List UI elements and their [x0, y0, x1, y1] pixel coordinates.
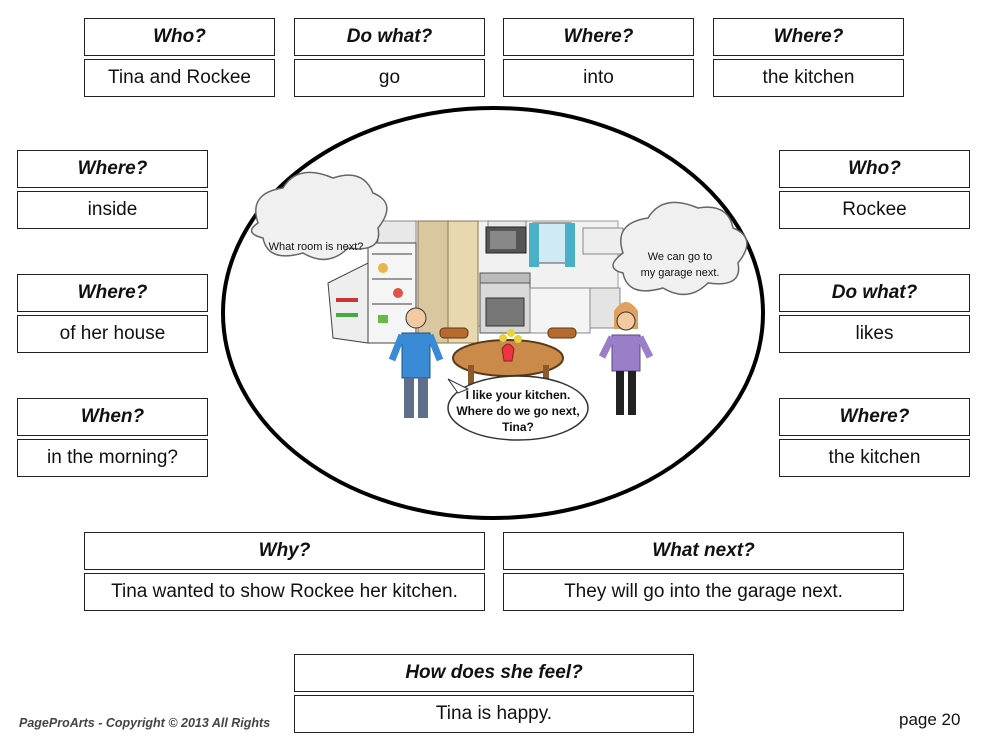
left-question-3: When? [17, 398, 208, 436]
speech-line2: Where do we go next, [456, 404, 579, 418]
right-question-1: Who? [779, 150, 970, 188]
thought-right-line2: my garage next. [641, 267, 720, 279]
top-answer-3: into [503, 59, 694, 97]
top-answer-2: go [294, 59, 485, 97]
kitchen-background-icon [377, 220, 624, 344]
boy-character-icon [388, 307, 444, 418]
why-question: Why? [84, 532, 485, 570]
kitchen-scene-illustration: What room is next? We can go to my garag… [221, 106, 765, 520]
right-answer-2: likes [779, 315, 970, 353]
girl-character-icon [598, 302, 654, 415]
right-answer-3: the kitchen [779, 439, 970, 477]
thought-left-text: What room is next? [269, 241, 364, 253]
refrigerator-icon [327, 242, 417, 344]
copyright-text: PageProArts - Copyright © 2013 All Right… [19, 716, 271, 730]
thought-cloud-left-icon [250, 171, 388, 261]
left-question-1: Where? [17, 150, 208, 188]
thought-right-line1: We can go to [648, 251, 713, 263]
page-number: page 20 [899, 710, 961, 729]
what-next-answer: They will go into the garage next. [503, 573, 904, 611]
top-answer-4: the kitchen [713, 59, 904, 97]
speech-bubble-icon [447, 375, 589, 441]
right-question-2: Do what? [779, 274, 970, 312]
thought-cloud-right-icon [612, 201, 748, 296]
why-answer: Tina wanted to show Rockee her kitchen. [84, 573, 485, 611]
left-question-2: Where? [17, 274, 208, 312]
speech-line1: I like your kitchen. [466, 388, 571, 402]
top-answer-1: Tina and Rockee [84, 59, 275, 97]
what-next-question: What next? [503, 532, 904, 570]
right-question-3: Where? [779, 398, 970, 436]
left-answer-2: of her house [17, 315, 208, 353]
top-question-2: Do what? [294, 18, 485, 56]
left-answer-3: in the morning? [17, 439, 208, 477]
speech-line3: Tina? [502, 420, 534, 434]
top-question-1: Who? [84, 18, 275, 56]
feel-question: How does she feel? [294, 654, 694, 692]
feel-answer: Tina is happy. [294, 695, 694, 733]
top-question-4: Where? [713, 18, 904, 56]
left-answer-1: inside [17, 191, 208, 229]
right-answer-1: Rockee [779, 191, 970, 229]
top-question-3: Where? [503, 18, 694, 56]
